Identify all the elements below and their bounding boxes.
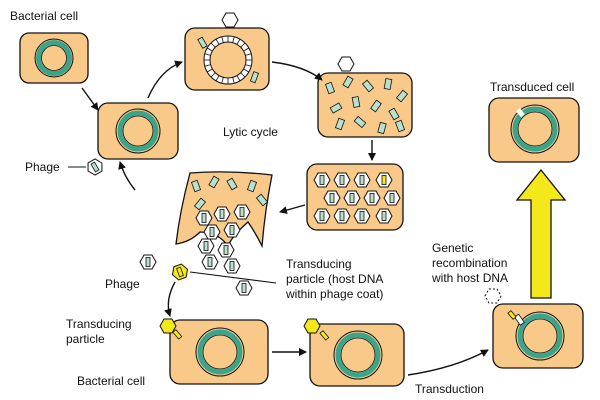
- phage-icon: [213, 206, 231, 222]
- transduced-cell: [488, 97, 580, 163]
- dna-fragment: [329, 102, 343, 114]
- phage-icon: [353, 208, 371, 224]
- phage-icon: [323, 190, 341, 206]
- phage-icon: [223, 222, 241, 238]
- phage-icon: [313, 208, 331, 224]
- phage-icon: [363, 190, 381, 206]
- label-transducing-particle-2: particle: [66, 332, 105, 346]
- phage-icon: [233, 204, 251, 220]
- phage-icon: [203, 224, 221, 240]
- dna-fragment: [383, 78, 393, 90]
- dna-fragment: [342, 75, 354, 89]
- label-transducing-note-2: particle (host DNA: [286, 272, 383, 286]
- dna-fragment: [226, 177, 238, 191]
- bacterial-cell-assembly: [306, 163, 404, 231]
- dna-fragment: [394, 119, 406, 133]
- phage-icon: [197, 238, 215, 254]
- transducing-particle-icon: [171, 263, 189, 281]
- phage-icon: [217, 242, 235, 258]
- label-genetic-3: with host DNA: [431, 271, 508, 285]
- phage-icon: [333, 208, 351, 224]
- dna-fragment: [353, 115, 367, 129]
- dna-fragment: [255, 193, 269, 207]
- dna-fragment: [351, 96, 361, 108]
- bacterial-cell-recombination: [492, 303, 584, 369]
- dna-fragment: [334, 117, 346, 131]
- big-yellow-arrow: [515, 168, 567, 299]
- phage-icon: [87, 158, 103, 176]
- dna-fragment: [190, 179, 202, 193]
- dna-fragment: [208, 175, 220, 189]
- label-transduced-cell: Transduced cell: [490, 80, 574, 94]
- label-bacterial-cell-bottom: Bacterial cell: [77, 374, 145, 388]
- phage-icon: [333, 172, 351, 188]
- dna-fragment: [361, 79, 375, 93]
- dna-fragment: [388, 107, 400, 121]
- dissolved-phage-coat-icon: [484, 288, 502, 304]
- bacterial-cell-infected: [97, 102, 179, 160]
- label-genetic-1: Genetic: [432, 241, 473, 255]
- dna-fragment: [377, 121, 387, 135]
- dna-fragment: [324, 81, 336, 95]
- label-transduction: Transduction: [415, 382, 484, 396]
- phage-icon: [343, 190, 361, 206]
- phage-icon: [223, 258, 241, 274]
- bacterial-cell-recipient: [169, 319, 269, 385]
- label-genetic-2: recombination: [432, 256, 507, 270]
- bacterial-cell-injected: [309, 323, 405, 387]
- phage-icon: [139, 254, 157, 270]
- empty-phage-coat-icon: [303, 318, 321, 334]
- dna-fragment: [370, 99, 382, 113]
- phage-icon: [337, 56, 355, 72]
- phage-icon: [201, 254, 219, 270]
- bacterial-cell-replicating: [184, 27, 270, 91]
- label-transducing-note-1: Transducing: [286, 257, 352, 271]
- dna-fragment: [246, 179, 258, 193]
- label-transducing-particle-1: Transducing: [66, 317, 132, 331]
- flow-arrows: [81, 60, 489, 376]
- phage-icon: [375, 172, 393, 188]
- transducing-particle-icon: [159, 318, 183, 340]
- label-phage-left: Phage: [25, 160, 60, 174]
- label-transducing-note-3: within phage coat): [285, 287, 383, 301]
- label-phage-mid: Phage: [105, 277, 140, 291]
- label-bacterial-cell-top: Bacterial cell: [10, 9, 78, 23]
- dna-fragment: [395, 89, 409, 103]
- lysed-cell: [175, 171, 273, 249]
- phage-icon: [195, 210, 213, 226]
- phage-icon: [383, 190, 401, 206]
- phage-icon: [353, 172, 371, 188]
- bacterial-cell-fragments: [317, 72, 413, 138]
- phage-icon: [375, 208, 393, 224]
- dna-fragment: [193, 197, 207, 211]
- label-lytic-cycle: Lytic cycle: [223, 125, 278, 139]
- particle-leader-line: [189, 271, 277, 284]
- phage-icon: [221, 12, 239, 28]
- phage-icon: [235, 280, 253, 296]
- phage-icon: [313, 172, 331, 188]
- bacterial-cell-start: [19, 32, 89, 84]
